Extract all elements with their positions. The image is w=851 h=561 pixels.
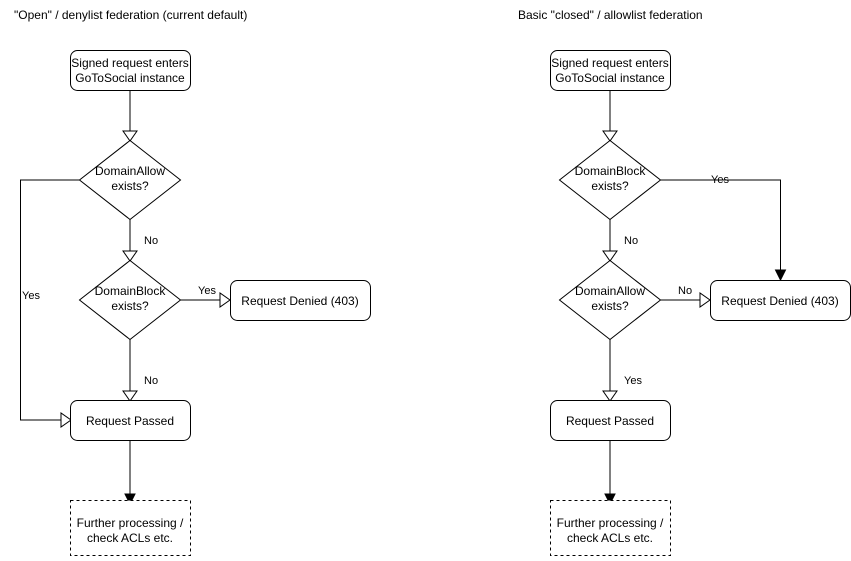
node-request-passed-left: Request Passed <box>70 400 191 441</box>
node-text-line2: exists? <box>111 179 149 193</box>
edge-label-no: No <box>144 235 158 247</box>
edge-passed-to-further-left <box>124 440 136 506</box>
edge-label-yes: Yes <box>711 174 729 186</box>
node-text-line2: check ACLs etc. <box>567 531 653 545</box>
edge-domainblock-yes-right: Yes <box>660 174 787 282</box>
node-text-line1: Further processing / <box>557 516 664 530</box>
node-signed-request-entry-right: Signed request enters GoToSocial instanc… <box>550 50 671 91</box>
edge-domainallow-no-right: No <box>660 285 711 308</box>
node-shape-dashed-rect <box>550 500 671 556</box>
node-decision-domainblock-left: DomainBlock exists? <box>78 259 182 341</box>
node-text-line1: DomainBlock <box>95 284 167 298</box>
node-text: Request Passed <box>86 414 174 428</box>
node-request-denied-left: Request Denied (403) <box>230 280 371 321</box>
edge-label-yes: Yes <box>198 285 216 297</box>
edge-domainallow-no-left: No <box>122 219 158 262</box>
node-text-line1: Further processing / <box>77 516 184 530</box>
node-request-passed-right: Request Passed <box>550 400 671 441</box>
node-shape-dashed-rect <box>70 500 191 556</box>
edge-domainblock-no-right: No <box>602 219 638 262</box>
arrowhead-solid-icon <box>124 493 136 506</box>
edge-domainblock-yes-left: Yes <box>180 285 231 308</box>
node-text-line2: check ACLs etc. <box>87 531 173 545</box>
node-decision-domainblock-right: DomainBlock exists? <box>558 139 662 221</box>
edge-label-no: No <box>144 375 158 387</box>
node-text-line2: GoToSocial instance <box>75 71 185 85</box>
arrowhead-open-icon <box>602 250 618 262</box>
node-text-line2: exists? <box>111 299 149 313</box>
edge-domainallow-yes-left: Yes <box>20 179 80 428</box>
arrowhead-open-icon <box>122 130 138 142</box>
node-text-line2: exists? <box>591 179 629 193</box>
edge-domainallow-yes-right: Yes <box>602 339 642 402</box>
node-signed-request-entry-left: Signed request enters GoToSocial instanc… <box>70 50 191 91</box>
arrowhead-open-icon <box>122 390 138 402</box>
edge-label-yes: Yes <box>22 290 40 302</box>
node-shape-rounded-rect <box>230 280 371 321</box>
edge-label-yes: Yes <box>624 375 642 387</box>
node-request-denied-right: Request Denied (403) <box>710 280 851 321</box>
diagram-title-closed-allowlist: Basic "closed" / allowlist federation <box>518 8 703 22</box>
arrowhead-solid-icon <box>604 493 616 506</box>
arrowhead-open-icon <box>602 130 618 142</box>
edge-entry-to-domainblock-right <box>602 90 618 142</box>
arrowhead-solid-icon <box>774 269 787 282</box>
edge-domainblock-no-left: No <box>122 339 158 402</box>
node-text: Request Denied (403) <box>721 294 838 308</box>
edge-label-no: No <box>624 235 638 247</box>
arrowhead-open-icon <box>699 292 711 308</box>
arrowhead-open-icon <box>122 250 138 262</box>
arrowhead-open-icon <box>60 412 72 428</box>
node-text-line1: Signed request enters <box>551 56 668 70</box>
node-decision-domainallow-left: DomainAllow exists? <box>78 139 182 221</box>
edge-entry-to-domainallow-left <box>122 90 138 142</box>
node-further-processing-right: Further processing / check ACLs etc. <box>550 500 671 556</box>
node-text-line2: exists? <box>591 299 629 313</box>
edge-passed-to-further-right <box>604 440 616 506</box>
node-text-line1: DomainBlock <box>575 164 647 178</box>
node-text-line1: DomainAllow <box>575 284 645 298</box>
node-text: Request Denied (403) <box>241 294 358 308</box>
diagram-open-denylist: "Open" / denylist federation (current de… <box>14 8 371 556</box>
node-text-line2: GoToSocial instance <box>555 71 665 85</box>
diagram-title-open-denylist: "Open" / denylist federation (current de… <box>14 8 247 22</box>
node-text-line1: Signed request enters <box>71 56 188 70</box>
diagram-closed-allowlist: Basic "closed" / allowlist federation Si… <box>518 8 851 556</box>
edge-label-no: No <box>678 285 692 297</box>
node-text: Request Passed <box>566 414 654 428</box>
node-further-processing-left: Further processing / check ACLs etc. <box>70 500 191 556</box>
arrowhead-open-icon <box>602 390 618 402</box>
node-decision-domainallow-right: DomainAllow exists? <box>558 259 662 341</box>
node-text-line1: DomainAllow <box>95 164 165 178</box>
arrowhead-open-icon <box>219 292 231 308</box>
